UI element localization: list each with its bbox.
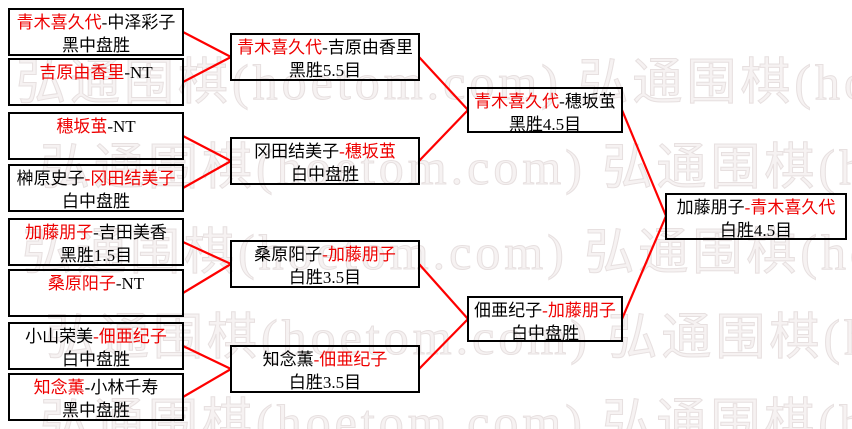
watermark-row: 弘通围棋(hoetom.com) 弘通围棋(hoetom.com) [39,394,852,429]
connector-line [620,109,668,217]
match-box-round1-8: 知念薫-小林千寿 黑中盘胜 [8,373,184,421]
match-box-round1-3: 穗坂茧-NT [8,112,184,160]
player-name: 青木喜久代 [16,13,102,32]
player-name: 知念薫 [33,378,85,397]
match-players: 穗坂茧-NT [10,115,182,138]
player-name: -中泽彩子 [101,13,176,32]
match-box-round2-1: 青木喜久代-吉原由香里 黑胜5.5目 [230,33,420,81]
match-box-round1-5: 加藤朋子-吉田美香 黑胜1.5目 [8,218,184,266]
connector-line [182,263,232,294]
match-players: 榊原史子-冈田结美子 [10,167,182,190]
player-name: -NT [124,63,153,82]
player-name: 青木喜久代 [237,38,323,57]
match-players: 知念薫-小林千寿 [10,376,182,399]
player-name: 吉原由香里 [39,63,125,82]
player-name: 桑原阳子 [47,274,116,293]
match-box-semifinal-1: 青木喜久代-穗坂茧 黑胜4.5目 [467,87,623,134]
connector-line [418,56,469,111]
player-name: -吉田美香 [93,223,167,242]
match-result: 白胜3.5目 [288,268,362,287]
match-players: 青木喜久代-中泽彩子 [10,11,182,34]
player-name: -穗坂茧 [559,92,616,111]
match-box-round2-4: 知念薫-佃亜纪子 白胜3.5目 [230,345,420,393]
match-box-final: 加藤朋子-青木喜久代 白胜4.5目 [665,193,847,240]
watermark-row: 弘通围棋(hoetom.com) 弘通围棋(hoetom.com) [39,139,852,196]
match-players: 加藤朋子-青木喜久代 [667,196,845,219]
match-players: 加藤朋子-吉田美香 [10,221,182,244]
match-box-round1-2: 吉原由香里-NT [8,58,184,106]
player-name: -冈田结美子 [84,169,176,188]
connector-line [182,56,232,83]
match-box-round1-7: 小山荣美-佃亜纪子 白中盘胜 [8,322,184,370]
match-box-round2-3: 桑原阳子-加藤朋子 白胜3.5目 [230,240,420,288]
match-result: 白中盘胜 [511,324,579,343]
match-result: 黑胜5.5目 [288,61,362,80]
match-players: 冈田结美子-穗坂茧 [232,140,418,163]
player-name: -加藤朋子 [322,245,396,264]
match-players: 知念薫-佃亜纪子 [232,348,418,371]
match-result: 黑中盘胜 [62,401,130,420]
match-players: 小山荣美-佃亜纪子 [10,325,182,348]
match-box-round2-2: 冈田结美子-穗坂茧 白中盘胜 [230,137,420,185]
connector-line [182,345,232,370]
match-players: 青木喜久代-吉原由香里 [232,36,418,59]
watermark-row: 弘通围棋(hoetom.com) 弘通围棋(hoetom.com) [21,224,852,281]
match-result: 白中盘胜 [62,192,130,211]
match-result: 白中盘胜 [291,165,359,184]
connector-line [182,241,232,265]
watermark-row: 弘通围棋(hoetom.com) 弘通围棋(hoetom.com) [44,309,852,366]
connector-line [182,135,232,162]
connector-line [182,160,232,189]
match-result: 白中盘胜 [62,350,130,369]
player-name: 知念薫 [262,350,314,369]
match-players: 佃亜纪子-加藤朋子 [469,299,621,322]
player-name: -青木喜久代 [744,198,836,217]
connector-line [182,368,232,398]
player-name: -佃亜纪子 [313,350,388,369]
match-result: 黑中盘胜 [62,36,130,55]
player-name: 佃亜纪子 [474,301,543,320]
match-box-semifinal-2: 佃亜纪子-加藤朋子 白中盘胜 [467,296,623,343]
connector-line [620,215,668,320]
player-name: 桑原阳子 [254,245,323,264]
player-name: 冈田结美子 [254,142,340,161]
match-result: 黑胜4.5目 [508,115,582,134]
player-name: -NT [107,117,136,136]
player-name: 加藤朋子 [676,198,745,217]
player-name: -佃亜纪子 [93,327,167,346]
player-name: 穗坂茧 [56,117,108,136]
player-name: -NT [115,274,145,293]
connector-line [418,318,469,370]
match-result: 白胜4.5目 [719,221,793,240]
match-result: 黑胜1.5目 [59,246,133,265]
match-players: 桑原阳子-NT [10,272,182,295]
player-name: -穗坂茧 [339,142,396,161]
match-box-round1-4: 榊原史子-冈田结美子 白中盘胜 [8,164,184,212]
match-result: 白胜3.5目 [288,373,362,392]
connector-line [418,109,469,162]
player-name: -小林千寿 [84,378,159,397]
player-name: 加藤朋子 [25,223,94,242]
watermark-row: 弘通围棋(hoetom.com) 弘通围棋(hoetom.com) [15,54,852,111]
match-players: 青木喜久代-穗坂茧 [469,90,621,113]
match-players: 桑原阳子-加藤朋子 [232,243,418,266]
match-box-round1-6: 桑原阳子-NT [8,269,184,317]
player-name: 榊原史子 [16,169,85,188]
player-name: -吉原由香里 [322,38,413,57]
match-box-round1-1: 青木喜久代-中泽彩子 黑中盘胜 [8,8,184,56]
connector-line [182,31,232,58]
player-name: -加藤朋子 [542,301,616,320]
match-players: 吉原由香里-NT [10,61,182,84]
player-name: 青木喜久代 [474,92,560,111]
player-name: 小山荣美 [25,327,94,346]
connector-line [418,263,469,320]
